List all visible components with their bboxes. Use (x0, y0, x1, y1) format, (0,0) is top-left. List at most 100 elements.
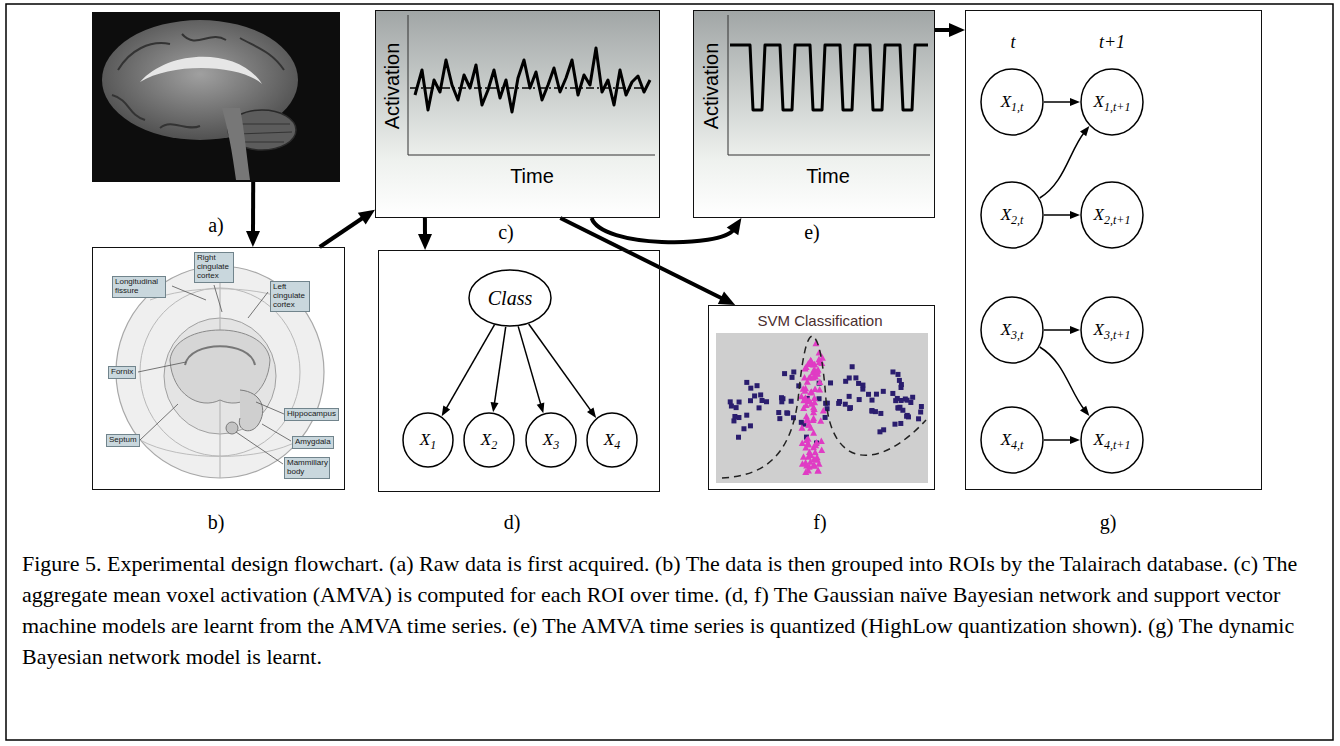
naive-bayes-panel: d)ClassX1X2X3X4 (378, 250, 660, 492)
node-text-wrap: X4,t (980, 406, 1044, 474)
raw-series-plot (376, 11, 659, 217)
figure-frame (6, 4, 1333, 740)
connector-line (423, 218, 427, 236)
variable-subscript: 1,t+1 (1104, 100, 1130, 115)
svm-panel: SVM Classificationf) (708, 305, 935, 490)
anatomy-label: Amygdala (292, 436, 334, 449)
variable-name: X (543, 430, 553, 450)
node-text-wrap: X2,t (980, 181, 1044, 249)
anatomy-name: Left cingulate cortex (273, 283, 307, 310)
dependency-arrow (442, 325, 495, 416)
anatomy-name: Amygdala (295, 438, 331, 447)
feature-node: X3 (525, 412, 577, 468)
arrowhead (537, 403, 545, 414)
variable-node: X1,t+1 (1080, 68, 1144, 136)
scatter-points (728, 340, 924, 475)
arrowhead (587, 407, 596, 418)
figure-caption: Figure 5. Experimental design flowchart.… (22, 548, 1320, 672)
anatomy-label: Hippocampus (284, 408, 339, 421)
quantized-series-panel: ActivationTimee) (693, 10, 935, 218)
dbn-panel: tt+1g)X1,tX1,t+1X2,tX2,t+1X3,tX3,t+1X4,t… (965, 10, 1262, 490)
variable-name: X (1001, 430, 1011, 450)
connector-line (320, 218, 364, 248)
variable-subscript: 4,t+1 (1104, 438, 1130, 453)
time-slice-label: t+1 (1099, 32, 1125, 53)
variable-node: X2,t (980, 181, 1044, 249)
anatomy-label: Left cingulate cortex (270, 281, 310, 312)
anatomy-name: Fornix (111, 368, 133, 377)
anatomy-label: Fornix (108, 366, 136, 379)
axis-label: Time (806, 165, 850, 188)
anatomy-name: Mammillary body (287, 459, 327, 477)
flow-arrow (935, 23, 965, 37)
panel-letter: a) (208, 214, 224, 237)
panel-letter: d) (504, 511, 521, 534)
variable-name: X (1094, 430, 1104, 450)
variable-node: X3,t (980, 296, 1044, 364)
arrowhead (1070, 211, 1080, 219)
arrowhead (1070, 98, 1080, 106)
variable-subscript: 3 (553, 438, 559, 453)
variable-subscript: 3,t+1 (1104, 328, 1130, 343)
arrowhead (1080, 406, 1089, 416)
node-text-wrap: X3,t+1 (1080, 296, 1144, 364)
time-slice-label: t (1010, 32, 1015, 53)
node-text-wrap: X4 (586, 412, 638, 468)
arrowhead (418, 234, 432, 250)
variable-name: X (420, 430, 430, 450)
panel-letter: b) (208, 511, 225, 534)
variable-subscript: 2,t+1 (1104, 213, 1130, 228)
connector-line (935, 28, 951, 32)
panel-letter: c) (498, 221, 514, 244)
connector-line (251, 182, 255, 233)
node-text-wrap: Class (468, 269, 552, 327)
dependency-arrow (1044, 326, 1080, 334)
node-text-wrap: X4,t+1 (1080, 406, 1144, 474)
panel-title: SVM Classification (757, 312, 882, 329)
dependency-arrow (1040, 126, 1090, 198)
roi-panel: b)Longitudinal fissureRight cingulate co… (92, 247, 345, 490)
flow-arrow (560, 218, 735, 305)
dependency-arrow (1044, 436, 1080, 444)
arrowhead (949, 23, 965, 37)
variable-name: X (481, 430, 491, 450)
connector-line (1044, 329, 1072, 331)
connector-line (1044, 214, 1072, 216)
arrowhead (1080, 126, 1089, 136)
variable-node: X1,t (980, 68, 1044, 136)
variable-subscript: 3,t (1011, 328, 1023, 343)
dependency-arrow (1040, 347, 1090, 416)
feature-node: X2 (463, 412, 515, 468)
arrowhead (727, 218, 742, 235)
variable-name: X (1094, 320, 1104, 340)
feature-node: X4 (586, 412, 638, 468)
anatomy-name: Longitudinal fissure (115, 278, 163, 296)
variable-subscript: 4,t (1011, 438, 1023, 453)
node-text-wrap: X2,t+1 (1080, 181, 1144, 249)
svm-plot (716, 333, 928, 483)
anatomy-label: Septum (106, 434, 140, 447)
arrowhead (1070, 436, 1080, 444)
connector-line (1040, 132, 1085, 198)
arrowhead (1070, 326, 1080, 334)
variable-subscript: 4 (614, 438, 620, 453)
variable-subscript: 1,t (1011, 100, 1023, 115)
node-text-wrap: X3 (525, 412, 577, 468)
node-text-wrap: X1 (402, 412, 454, 468)
node-text-wrap: X1,t+1 (1080, 68, 1144, 136)
variable-name: X (1001, 205, 1011, 225)
flow-arrow (320, 210, 375, 247)
variable-node: X3,t+1 (1080, 296, 1144, 364)
connector-line (518, 326, 541, 405)
variable-name: X (1094, 205, 1104, 225)
panel-letter: g) (1100, 511, 1117, 534)
panel-letter: e) (804, 221, 820, 244)
connector-line (560, 218, 722, 299)
arrowhead (358, 210, 375, 225)
variable-subscript: 2 (491, 438, 497, 453)
arrowhead (491, 402, 499, 412)
axis-label: Time (510, 165, 554, 188)
variable-name: X (604, 430, 614, 450)
variable-subscript: 1 (430, 438, 436, 453)
